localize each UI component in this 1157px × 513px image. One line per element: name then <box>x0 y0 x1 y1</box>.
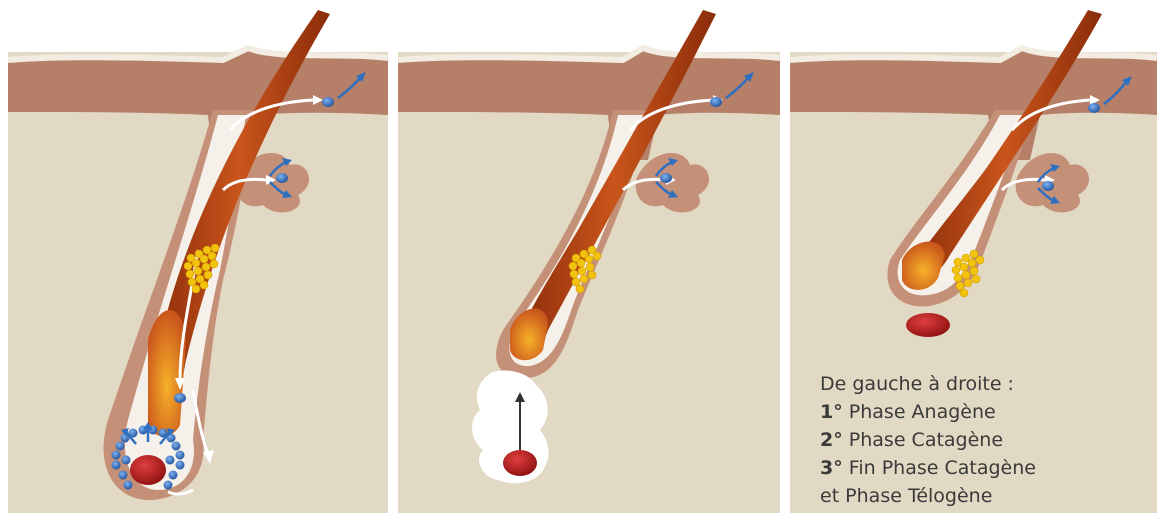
legend-number: 2° <box>820 429 843 451</box>
dermal-papilla <box>906 313 950 337</box>
dermal-papilla <box>503 450 537 476</box>
legend-label: Fin Phase Catagène <box>849 457 1036 479</box>
legend-continuation: et Phase Télogène <box>820 482 1036 510</box>
dermal-papilla <box>130 455 166 485</box>
legend-item-3: 3° Fin Phase Catagène <box>820 454 1036 482</box>
catagen-diagram <box>398 0 780 513</box>
legend-item-1: 1° Phase Anagène <box>820 398 1036 426</box>
panel-catagen <box>398 0 780 513</box>
phase-legend: De gauche à droite : 1° Phase Anagène 2°… <box>820 370 1036 510</box>
legend-item-2: 2° Phase Catagène <box>820 426 1036 454</box>
legend-heading: De gauche à droite : <box>820 370 1036 398</box>
anagen-diagram <box>8 0 388 513</box>
legend-label: Phase Anagène <box>849 401 996 423</box>
legend-number: 1° <box>820 401 843 423</box>
legend-label: Phase Catagène <box>849 429 1003 451</box>
panel-anagen <box>8 0 388 513</box>
legend-number: 3° <box>820 457 843 479</box>
